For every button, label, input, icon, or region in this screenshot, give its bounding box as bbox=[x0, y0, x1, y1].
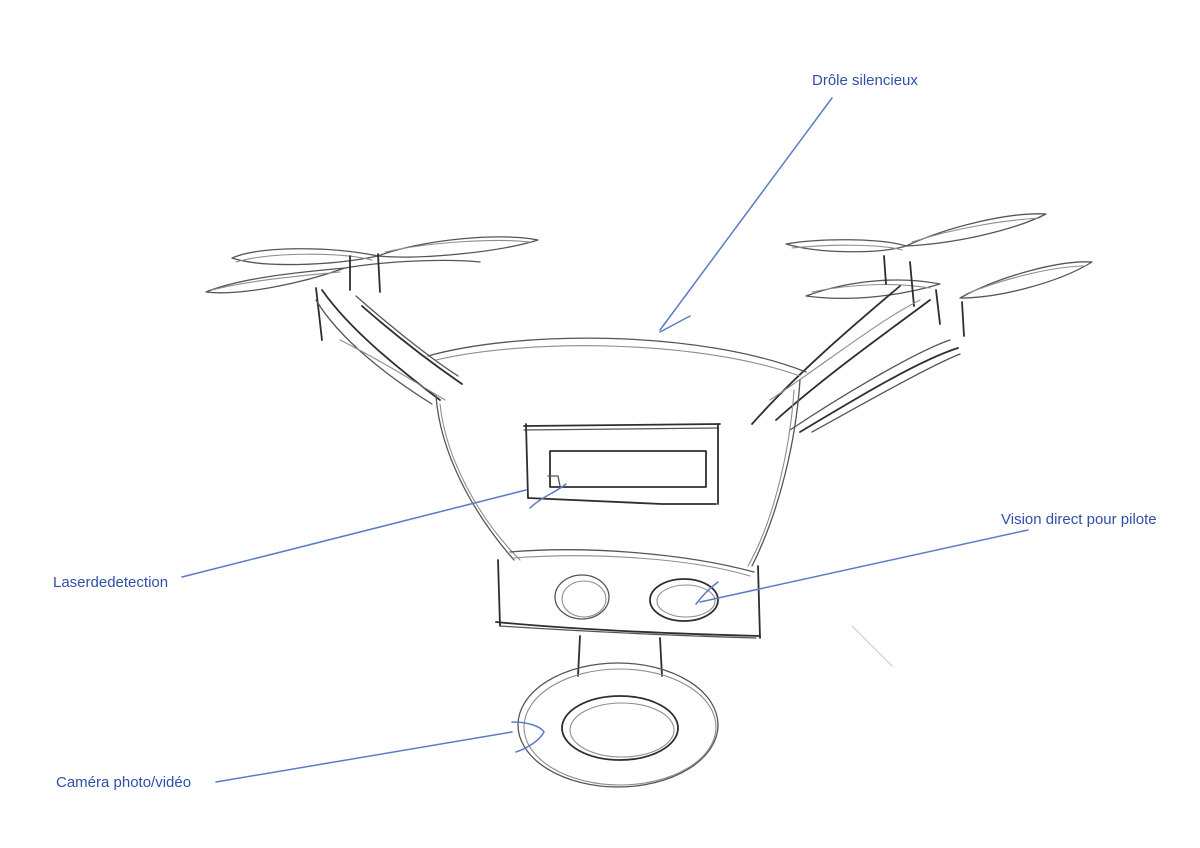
annotation-arrow-camera bbox=[215, 721, 545, 783]
right-arm bbox=[751, 285, 961, 433]
left-arm bbox=[315, 289, 463, 405]
label-silent-drone: Drôle silencieux bbox=[812, 72, 918, 89]
annotation-arrow-laser bbox=[181, 483, 567, 578]
label-laser-detection: Laserdedetection bbox=[53, 574, 169, 591]
laser-window bbox=[523, 423, 721, 505]
camera-ring bbox=[517, 635, 719, 788]
annotation-arrow-pilot-vision bbox=[695, 529, 1029, 605]
right-propeller bbox=[785, 213, 1093, 337]
left-propeller bbox=[205, 236, 539, 341]
annotation-arrow-silent bbox=[659, 97, 833, 333]
label-pilot-vision: Vision direct pour pilote bbox=[1001, 511, 1157, 528]
label-camera: Caméra photo/vidéo bbox=[56, 774, 192, 791]
drone-body bbox=[427, 337, 807, 567]
pilot-vision-block bbox=[495, 549, 761, 639]
